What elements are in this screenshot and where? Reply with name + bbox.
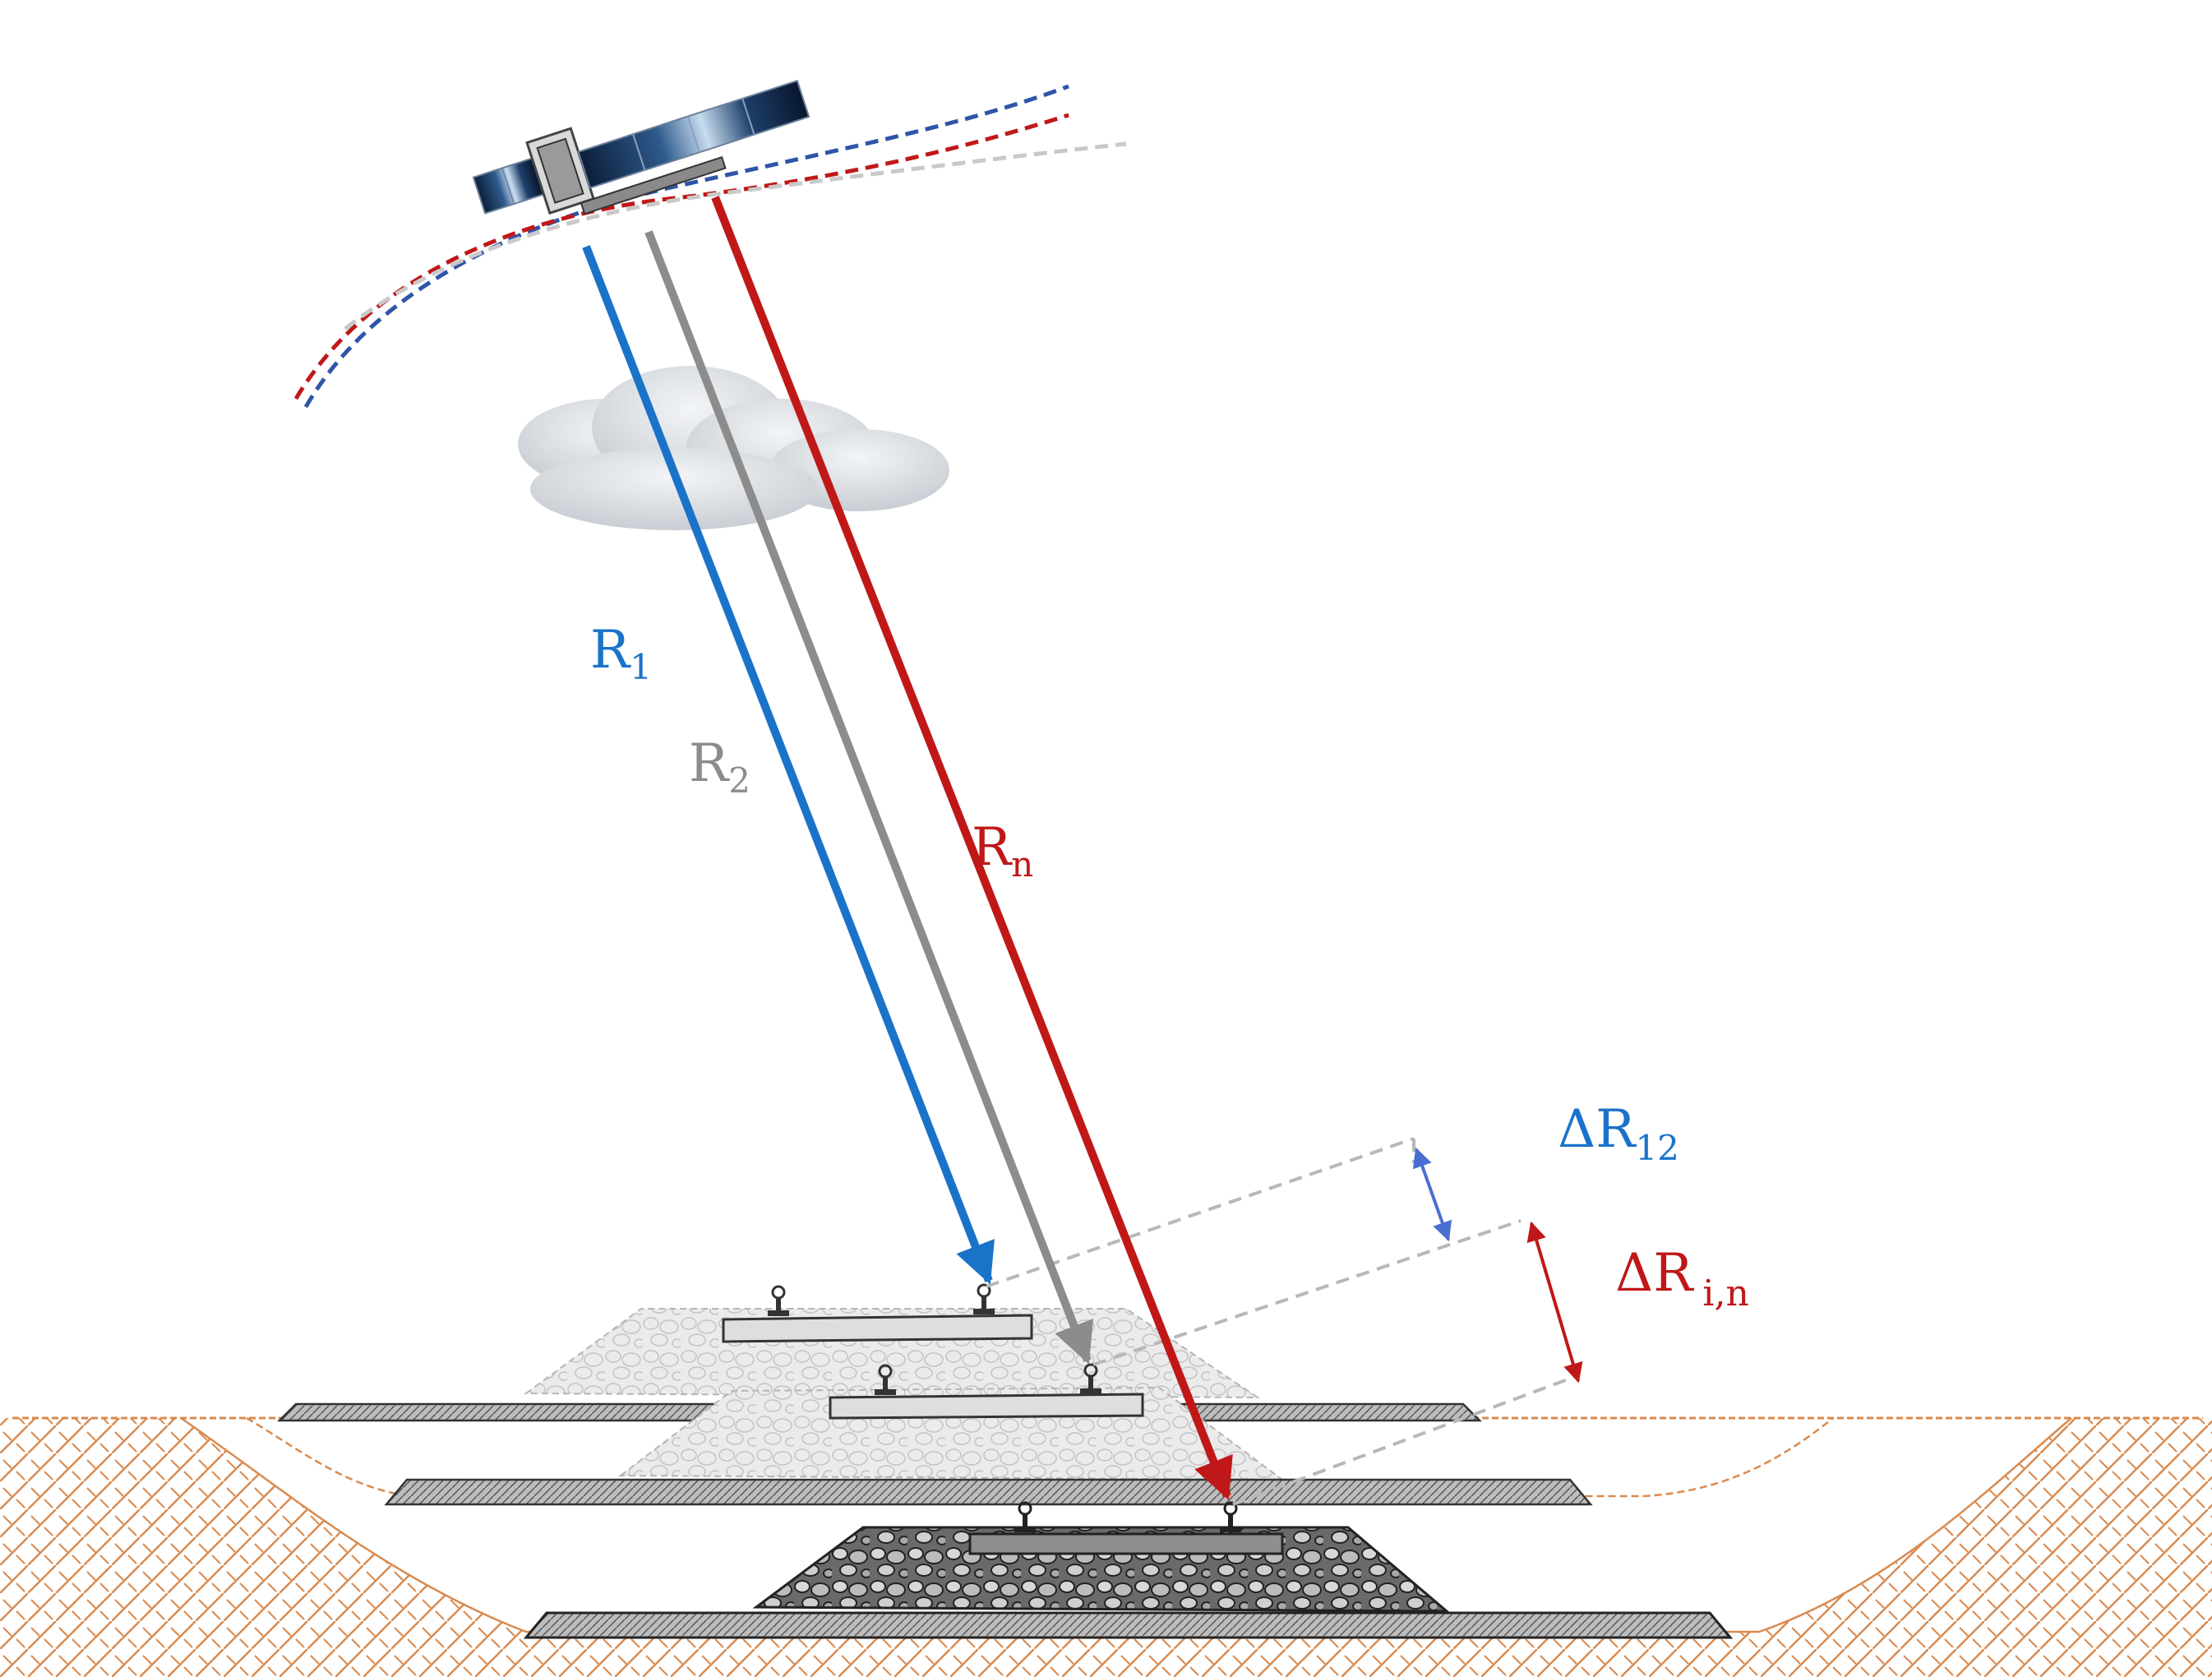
label-r2: R2 [689,733,750,801]
range-line-r2 [644,230,1093,1365]
delta-r12-arrow [1412,1147,1452,1242]
orbit-grey [344,141,1127,330]
delta-rin-arrow [1526,1221,1583,1384]
guide-line-2 [1092,1219,1522,1366]
railway-level-2 [384,1363,1593,1506]
intermediate-ground-line [246,1416,1834,1498]
label-rn: Rn [972,817,1033,885]
rail-right-n [1220,1501,1241,1532]
guide-line-n [1232,1375,1575,1506]
range-line-rn [711,196,1233,1500]
subgrade-2 [384,1478,1593,1506]
sleeper-n [968,1532,1284,1555]
orbit-tracks [293,84,1127,409]
rail-right-1 [973,1283,995,1314]
rail-left-n [1014,1501,1036,1532]
rail-left-2 [875,1364,896,1395]
ground-hatch [0,1418,2212,1677]
satellite-icon [472,80,810,215]
rail-left-1 [768,1285,789,1316]
range-line-r1 [582,245,995,1285]
sleeper-2 [829,1393,1144,1420]
orbit-blue [303,84,1069,409]
sleeper-1 [722,1314,1033,1343]
guide-line-1 [986,1137,1415,1288]
label-delta-r12: ΔR12 [1558,1099,1679,1168]
excavation-outline [180,1416,2072,1633]
orbit-red [293,113,1069,400]
label-r1: R1 [590,620,652,687]
railway-level-n [523,1501,1734,1639]
rail-right-2 [1080,1363,1101,1394]
subgrade-n [523,1611,1734,1639]
